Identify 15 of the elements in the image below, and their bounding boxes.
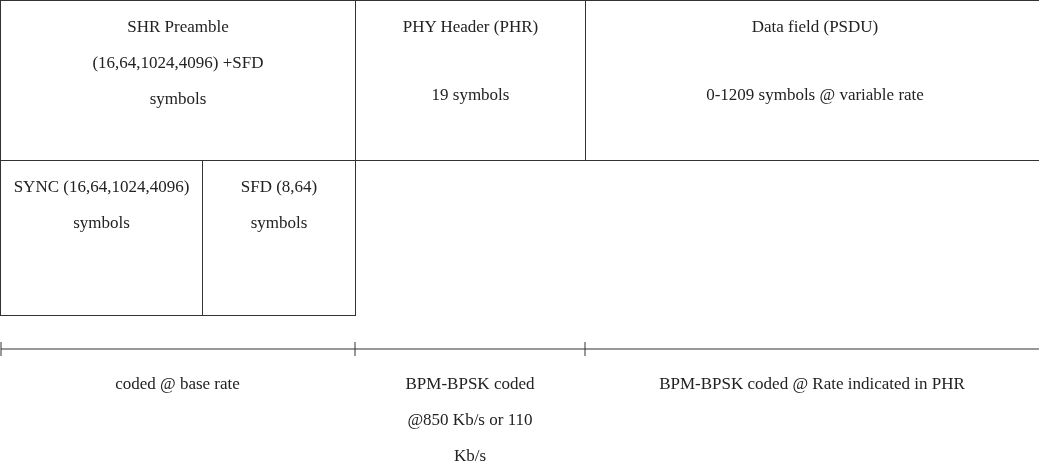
rate-note: BPM-BPSK coded @ Rate indicated in PHR <box>658 373 966 395</box>
field-cell <box>202 160 356 316</box>
cell-title: SFD (8,64) symbols <box>239 176 319 234</box>
header-cell <box>585 0 1039 161</box>
header-cell <box>355 0 586 161</box>
field-cell <box>0 160 203 316</box>
cell-title: Data field (PSDU) <box>751 16 879 38</box>
cell-title: SHR Preamble (16,64,1024,4096) +SFD symbols <box>91 16 265 110</box>
cell-title: PHY Header (PHR) <box>402 16 539 38</box>
rate-note: coded @ base rate <box>114 373 241 395</box>
header-cell <box>0 0 356 161</box>
cell-title: SYNC (16,64,1024,4096) symbols <box>12 176 191 234</box>
cell-text: 19 symbols <box>431 84 510 106</box>
rate-note: BPM-BPSK coded @850 Kb/s or 110 Kb/s <box>404 373 536 467</box>
cell-text: 0-1209 symbols @ variable rate <box>706 84 924 106</box>
